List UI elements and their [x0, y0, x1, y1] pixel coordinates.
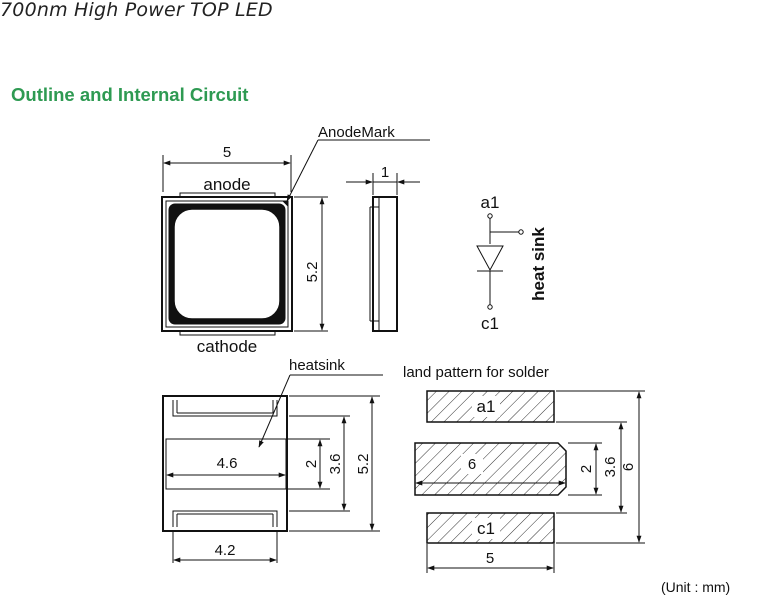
inner-height-dim: 3.6 [327, 454, 344, 475]
circuit-cathode-pin: c1 [481, 314, 499, 333]
bottom-view [162, 374, 383, 563]
side-view [346, 173, 420, 332]
side-thickness-dim: 1 [381, 164, 389, 181]
heatsink-height-dim: 2 [303, 460, 320, 468]
top-height-dim: 5.2 [304, 262, 321, 283]
top-view [161, 139, 430, 336]
unit-note: (Unit : mm) [661, 579, 731, 595]
internal-circuit [476, 213, 524, 310]
land-total-height-dim: 6 [620, 463, 637, 471]
anode-label: anode [203, 175, 250, 194]
land-pattern-title: land pattern for solder [403, 364, 549, 381]
heat-sink-label: heat sink [529, 227, 548, 301]
land-inner-height-dim: 3.6 [602, 457, 619, 478]
cathode-label: cathode [197, 337, 258, 356]
land-anode-pad: a1 [477, 397, 496, 416]
anode-mark-label: AnodeMark [318, 124, 395, 141]
land-center-width-dim: 6 [468, 456, 476, 473]
pad-width-dim: 4.2 [215, 542, 236, 559]
top-width-dim: 5 [223, 144, 231, 161]
land-cathode-pad: c1 [477, 519, 495, 538]
circuit-anode-pin: a1 [481, 193, 500, 212]
document-title: 700nm High Power TOP LED [0, 0, 273, 21]
land-pad-width-dim: 5 [486, 550, 494, 567]
land-pattern [414, 390, 645, 573]
land-center-height-dim: 2 [578, 465, 595, 473]
heatsink-width-dim: 4.6 [217, 455, 238, 472]
total-height-dim: 5.2 [355, 454, 372, 475]
section-heading: Outline and Internal Circuit [11, 84, 249, 105]
heatsink-label: heatsink [289, 357, 345, 374]
